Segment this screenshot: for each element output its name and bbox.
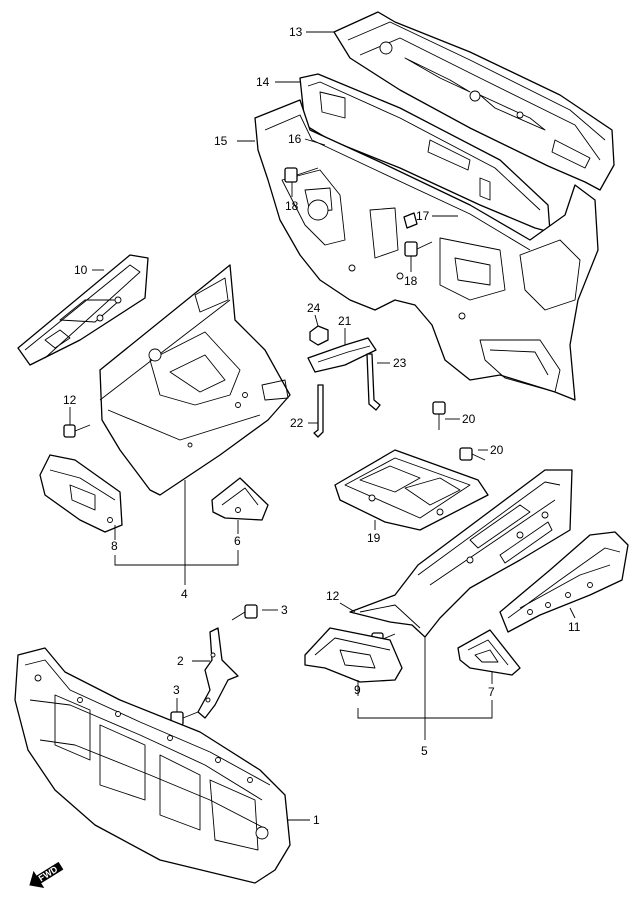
callout-20-lower: 20 xyxy=(490,443,504,457)
part-23-rod xyxy=(366,353,381,411)
part-3-bolt-upper xyxy=(231,604,258,621)
part-2-bracket xyxy=(197,627,239,719)
part-12-bolt-left xyxy=(63,424,91,438)
callout-13: 13 xyxy=(289,25,303,39)
part-10-bracket xyxy=(17,254,149,366)
part-17-grommet xyxy=(403,212,418,229)
callout-18-right: 18 xyxy=(404,274,418,288)
callout-19: 19 xyxy=(367,531,381,545)
callout-15: 15 xyxy=(214,134,228,148)
callout-7: 7 xyxy=(488,685,495,699)
part-20-bolt-upper xyxy=(432,401,446,430)
callout-17: 17 xyxy=(416,209,430,223)
part-9-bracket xyxy=(304,627,403,683)
callout-14: 14 xyxy=(256,75,270,89)
callout-5: 5 xyxy=(421,744,428,758)
callout-12-left: 12 xyxy=(63,393,77,407)
callout-18-left: 18 xyxy=(285,199,299,213)
part-24-nut xyxy=(309,325,329,346)
callout-20-upper: 20 xyxy=(462,412,476,426)
leader-lines xyxy=(69,31,576,821)
part-7-bracket xyxy=(457,629,521,676)
callout-23: 23 xyxy=(393,356,407,370)
callout-9: 9 xyxy=(354,683,361,697)
callout-3-lower: 3 xyxy=(173,683,180,697)
part-8-bracket xyxy=(39,454,123,533)
part-15-dash-panel xyxy=(254,99,599,401)
callout-4: 4 xyxy=(181,587,188,601)
part-6-bracket xyxy=(211,477,269,521)
callout-11: 11 xyxy=(568,620,581,634)
callout-1: 1 xyxy=(313,813,320,827)
callout-24: 24 xyxy=(307,301,321,315)
callout-21: 21 xyxy=(338,314,352,328)
part-4-wheel-apron xyxy=(99,264,291,496)
callout-10: 10 xyxy=(74,263,88,277)
callout-8: 8 xyxy=(111,539,118,553)
callout-22: 22 xyxy=(290,416,304,430)
part-19-tray xyxy=(334,449,489,531)
callout-labels: 13 14 15 16 18 17 18 10 24 21 23 12 22 2… xyxy=(63,25,581,827)
part-5-side-member xyxy=(349,469,573,638)
part-1-radiator-support xyxy=(14,647,291,884)
callout-3-upper: 3 xyxy=(281,603,288,617)
callout-16: 16 xyxy=(288,132,302,146)
part-22-rod xyxy=(313,384,324,438)
part-20-bolt-lower xyxy=(459,447,486,461)
part-18-bolt-left xyxy=(284,167,319,183)
callout-12-right: 12 xyxy=(326,589,340,603)
part-11-member-extension xyxy=(499,531,629,633)
callout-2: 2 xyxy=(177,654,184,668)
callout-6: 6 xyxy=(234,534,241,548)
part-18-bolt-right xyxy=(404,241,433,257)
forward-arrow-icon: FWD xyxy=(29,861,64,889)
part-13-cowl-top-panel xyxy=(333,11,615,191)
